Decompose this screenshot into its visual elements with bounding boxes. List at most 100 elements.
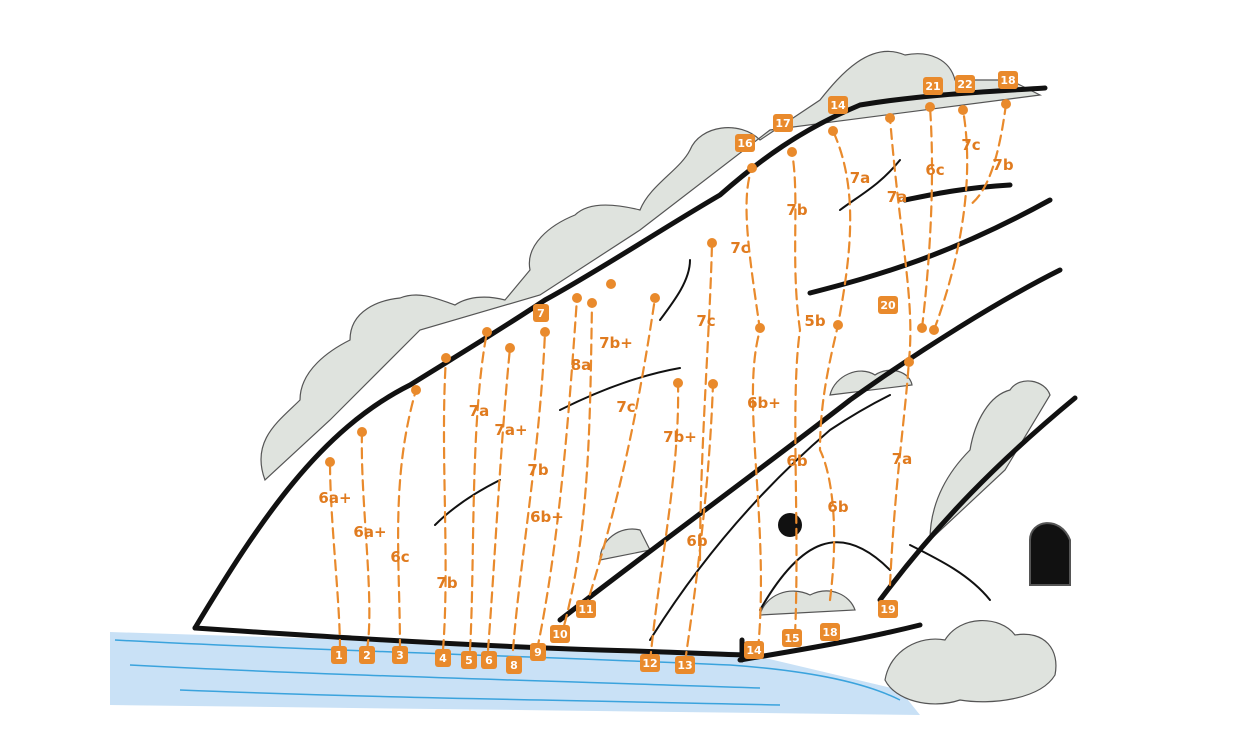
route-grade-label: 6b	[786, 452, 807, 470]
anchor-point	[505, 343, 515, 353]
route-number-badge[interactable]: 10	[550, 625, 570, 643]
route-grade-label: 6c	[390, 548, 409, 566]
anchor-point	[958, 105, 968, 115]
badge-background	[820, 623, 840, 641]
route-line	[818, 129, 852, 602]
anchor-point	[917, 323, 927, 333]
anchor-point	[925, 102, 935, 112]
badge-background	[923, 77, 943, 95]
route-number-badge[interactable]: 19	[878, 600, 898, 618]
anchor-point	[325, 457, 335, 467]
route-grade-label: 7b	[436, 574, 457, 592]
badge-label: 15	[784, 632, 799, 645]
badge-label: 16	[737, 137, 753, 150]
route-line	[968, 102, 1008, 207]
route-number-badge[interactable]: 13	[675, 656, 695, 674]
tunnel-portal	[1029, 522, 1071, 586]
route-line	[468, 330, 489, 652]
route-line	[328, 460, 342, 652]
badge-background	[773, 114, 793, 132]
route-grade-label: 7a	[892, 450, 913, 468]
anchor-point	[833, 320, 843, 330]
route-grade-label: 6c	[925, 161, 944, 179]
badge-background	[530, 643, 546, 661]
rock-crack	[434, 479, 501, 526]
anchor-point	[587, 298, 597, 308]
badge-label: 4	[439, 652, 447, 665]
badge-background	[359, 646, 375, 664]
grade-labels: 6a+6a+6c7b7a7a+7b6b+8a7b+7c7c7c7b+6b6b+6…	[318, 136, 1013, 592]
route-number-badge[interactable]: 18	[820, 623, 840, 641]
route-number-badge[interactable]: 16	[735, 134, 755, 152]
route-grade-label: 7b+	[663, 428, 697, 446]
route-number-badge[interactable]: 21	[923, 77, 943, 95]
badge-label: 20	[880, 299, 896, 312]
route-grade-label: 8a	[571, 356, 592, 374]
badge-background	[392, 646, 408, 664]
anchor-point	[707, 238, 717, 248]
badge-background	[782, 629, 802, 647]
route-grade-label: 6a+	[318, 489, 351, 507]
route-number-badge[interactable]: 6	[481, 651, 497, 669]
anchor-point	[572, 293, 582, 303]
route-grade-label: 7b	[527, 461, 548, 479]
route-grade-label: 7b+	[599, 334, 633, 352]
route-number-badge[interactable]: 17	[773, 114, 793, 132]
route-line	[486, 346, 512, 652]
badge-background	[481, 651, 497, 669]
water-wave	[129, 664, 761, 689]
route-number-badge[interactable]: 11	[576, 600, 596, 618]
route-line	[932, 108, 969, 332]
route-number-badge[interactable]: 2	[359, 646, 375, 664]
route-number-badge[interactable]: 1	[331, 646, 347, 664]
route-grade-label: 7c	[616, 398, 635, 416]
badge-label: 7	[537, 307, 545, 320]
route-number-badge[interactable]: 3	[392, 646, 408, 664]
route-lines	[325, 99, 1011, 664]
route-grade-label: 7b	[786, 201, 807, 219]
route-number-badge[interactable]: 4	[435, 649, 451, 667]
route-number-badge[interactable]: 15	[782, 629, 802, 647]
badge-label: 9	[534, 646, 542, 659]
route-number-badge[interactable]: 12	[640, 654, 660, 672]
ledge	[902, 182, 1013, 203]
badge-label: 17	[775, 117, 790, 130]
rock-crack	[559, 367, 681, 411]
route-grade-label: 7a+	[494, 421, 527, 439]
route-grade-label: 6b	[686, 532, 707, 550]
route-number-badge[interactable]: 14	[744, 641, 764, 659]
ledge	[877, 395, 1078, 603]
rock-crack	[649, 394, 891, 641]
cave-hole	[778, 513, 802, 537]
anchor-point	[540, 327, 550, 337]
route-grade-label: 7c	[961, 136, 980, 154]
crag-outline	[192, 85, 1048, 631]
route-number-badge[interactable]: 7	[533, 304, 549, 322]
anchor-point	[929, 325, 939, 335]
badge-background	[878, 296, 898, 314]
badge-label: 12	[642, 657, 657, 670]
route-line	[790, 150, 802, 637]
route-number-badge[interactable]: 8	[506, 656, 522, 674]
badge-label: 2	[363, 649, 371, 662]
water-wave	[114, 639, 901, 701]
route-grade-label: 7a	[887, 188, 908, 206]
route-number-badge[interactable]: 14	[828, 96, 848, 114]
badge-background	[735, 134, 755, 152]
anchor-point	[787, 147, 797, 157]
route-grade-label: 7c	[696, 312, 715, 330]
route-number-badge[interactable]: 20	[878, 296, 898, 314]
anchor-point	[482, 327, 492, 337]
route-line	[397, 388, 418, 652]
anchor-point	[673, 378, 683, 388]
badge-background	[506, 656, 522, 674]
route-number-badge[interactable]: 22	[955, 75, 975, 93]
route-line	[360, 430, 371, 652]
anchor-point	[441, 353, 451, 363]
anchor-point	[885, 113, 895, 123]
route-number-badge[interactable]: 9	[530, 643, 546, 661]
route-line	[683, 382, 715, 664]
route-number-badge[interactable]: 18	[998, 71, 1018, 89]
route-grade-label: 6a+	[353, 523, 386, 541]
route-number-badge[interactable]: 5	[461, 651, 477, 669]
